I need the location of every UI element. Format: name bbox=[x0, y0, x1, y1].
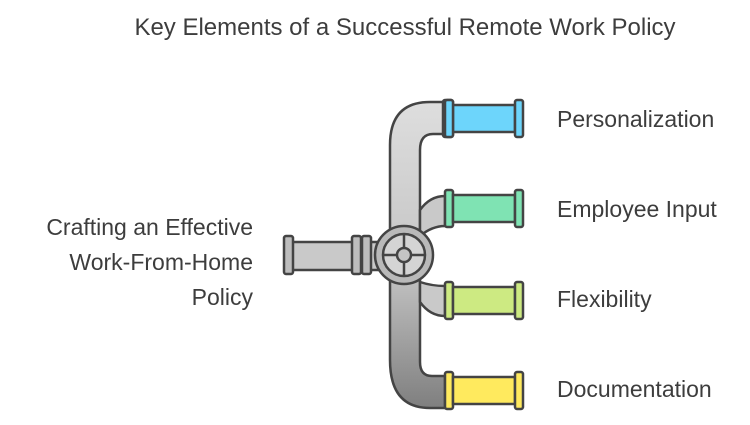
diagram-title: Key Elements of a Successful Remote Work… bbox=[134, 14, 676, 41]
output-label-employee-input: Employee Input bbox=[557, 196, 717, 222]
source-label-line-3: Policy bbox=[191, 284, 253, 310]
source-label-line-2: Work-From-Home bbox=[69, 249, 253, 275]
output-label-flexibility: Flexibility bbox=[557, 286, 652, 312]
output-pipe-fill-1 bbox=[451, 103, 517, 134]
output-pipe-personalization bbox=[441, 98, 525, 139]
output-pipe-flexibility bbox=[443, 280, 525, 321]
output-pipe-documentation bbox=[443, 370, 525, 411]
source-label-line-1: Crafting an Effective bbox=[46, 214, 253, 240]
output-label-documentation: Documentation bbox=[557, 376, 712, 402]
output-pipe-employee-input bbox=[443, 188, 525, 229]
valve-wheel-icon bbox=[373, 224, 435, 286]
output-pipes bbox=[441, 98, 525, 411]
source-label: Crafting an Effective Work-From-Home Pol… bbox=[0, 210, 253, 315]
output-label-personalization: Personalization bbox=[557, 106, 715, 132]
input-pipe bbox=[282, 234, 384, 276]
